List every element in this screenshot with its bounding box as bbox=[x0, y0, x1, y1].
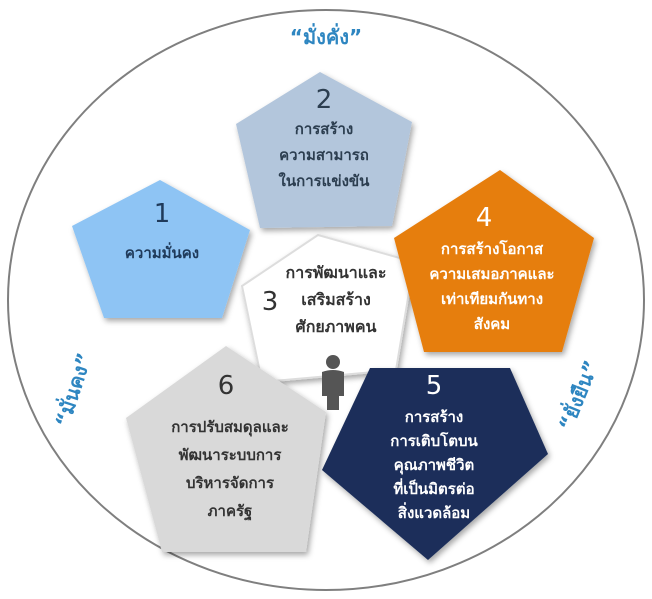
pentagon-5-line-3: คุณภาพชีวิต bbox=[394, 456, 475, 475]
person-icon bbox=[322, 355, 344, 410]
pentagon-5-line-5: สิ่งแวดล้อม bbox=[398, 502, 470, 522]
pentagon-2-line-3: ในการแข่งขัน bbox=[279, 172, 371, 190]
pentagon-4-line-4: สังคม bbox=[474, 315, 510, 333]
center-line-2: เสริมสร้าง bbox=[301, 290, 371, 309]
pentagon-1: 1 ความมั่นคง bbox=[72, 180, 250, 318]
center-line-3: ศักยภาพคน bbox=[296, 317, 377, 336]
pentagon-5-shape bbox=[322, 368, 548, 560]
pentagon-5-line-4: ที่เป็นมิตรต่อ bbox=[393, 478, 474, 498]
label-top: “มั่งคั่ง” bbox=[290, 22, 362, 49]
pentagon-2: 2 การสร้าง ความสามารถ ในการแข่งขัน bbox=[236, 72, 412, 228]
pentagon-2-line-1: การสร้าง bbox=[295, 120, 354, 138]
pentagon-2-line-2: ความสามารถ bbox=[279, 146, 369, 164]
pentagon-4: 4 การสร้างโอกาส ความเสมอภาคและ เท่าเทียม… bbox=[394, 170, 594, 352]
pentagon-6-shape bbox=[126, 346, 326, 552]
pentagon-6-line-2: พัฒนาระบบการ bbox=[179, 446, 283, 464]
pentagon-4-number: 4 bbox=[476, 203, 493, 233]
pentagon-6-line-4: ภาครัฐ bbox=[208, 502, 253, 521]
pentagon-1-shape bbox=[72, 180, 250, 318]
pentagon-1-number: 1 bbox=[154, 199, 171, 229]
center-number: 3 bbox=[262, 287, 279, 317]
pentagon-5-line-2: การเติบโตบน bbox=[390, 431, 478, 450]
pentagon-2-shape bbox=[236, 72, 412, 228]
center-block: การพัฒนาและ เสริมสร้าง ศักยภาพคน 3 bbox=[262, 263, 387, 336]
pentagon-6-line-3: บริหารจัดการ bbox=[186, 474, 275, 492]
pentagon-6-line-1: การปรับสมดุลและ bbox=[171, 418, 289, 437]
pentagon-6-number: 6 bbox=[218, 371, 235, 401]
center-line-1: การพัฒนาและ bbox=[286, 263, 387, 282]
pentagon-5-number: 5 bbox=[426, 371, 443, 401]
pentagon-4-line-1: การสร้างโอกาส bbox=[441, 239, 544, 258]
pentagon-4-shape bbox=[394, 170, 594, 352]
pentagon-2-number: 2 bbox=[316, 85, 333, 115]
pentagon-5: 5 การสร้าง การเติบโตบน คุณภาพชีวิต ที่เป… bbox=[322, 368, 548, 560]
pentagon-4-line-3: เท่าเทียมกันทาง bbox=[441, 290, 543, 308]
pentagon-5-line-1: การสร้าง bbox=[405, 408, 464, 426]
pentagon-6: 6 การปรับสมดุลและ พัฒนาระบบการ บริหารจัด… bbox=[126, 346, 326, 552]
pentagon-1-line-1: ความมั่นคง bbox=[125, 242, 199, 262]
pentagon-4-line-2: ความเสมอภาคและ bbox=[429, 265, 554, 283]
